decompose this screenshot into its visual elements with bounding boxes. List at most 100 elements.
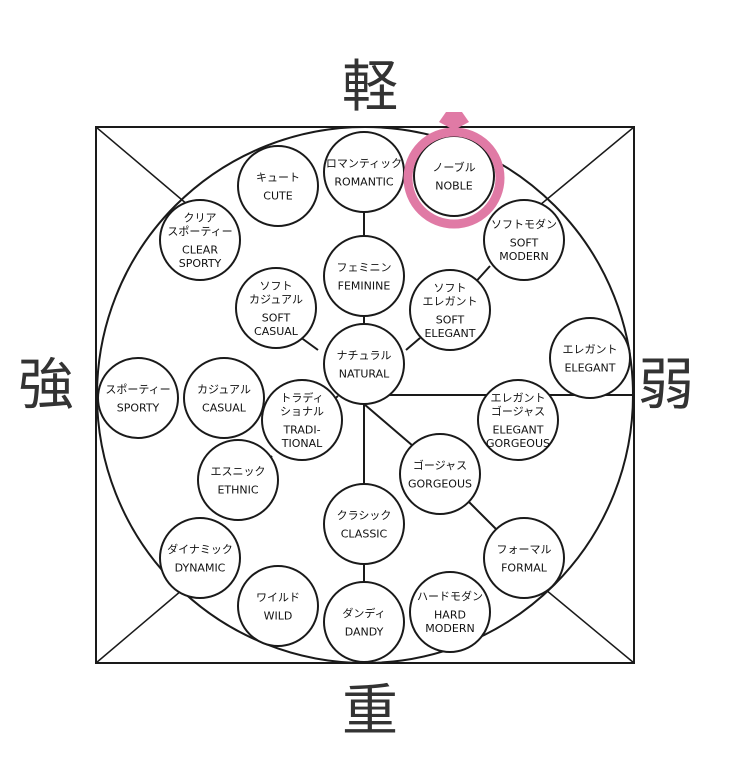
node-label-en: HARD xyxy=(434,609,466,622)
node-label-jp: ナチュラル xyxy=(337,349,392,362)
node-noble: ノーブル NOBLE xyxy=(413,135,495,217)
node-label-en: CASUAL xyxy=(254,325,299,338)
node-circle xyxy=(97,357,179,439)
node-label-jp: ロマンティック xyxy=(326,157,402,170)
node-circle xyxy=(323,323,405,405)
axis-label-left: 強 xyxy=(18,353,74,418)
node-label-jp: エレガント xyxy=(491,391,546,404)
node-label-jp: エスニック xyxy=(211,465,266,478)
node-label-en: MODERN xyxy=(499,250,548,263)
node-label-jp: ショナル xyxy=(280,405,324,418)
node-label-jp: クリア xyxy=(184,211,217,224)
node-circle xyxy=(323,131,405,213)
node-circle xyxy=(323,483,405,565)
node-label-en: SOFT xyxy=(510,237,539,250)
node-label-en: CUTE xyxy=(263,189,292,202)
node-label-jp: トラディ xyxy=(280,390,323,404)
frame-diagonal xyxy=(539,584,635,664)
node-label-jp: クラシック xyxy=(337,509,392,522)
frame-diagonal xyxy=(95,584,189,664)
node-circle xyxy=(261,379,343,461)
connector-line xyxy=(405,337,421,351)
node-circle xyxy=(483,199,565,281)
node-label-en: SPORTY xyxy=(179,257,222,270)
node-wild: ワイルド WILD xyxy=(237,565,319,647)
node-label-en: TIONAL xyxy=(281,437,323,450)
node-circle xyxy=(235,267,317,349)
node-label-jp: エレガント xyxy=(423,295,478,308)
node-label-jp: エレガント xyxy=(563,343,618,356)
node-label-en: ELEGANT xyxy=(424,327,475,340)
frame-diagonal xyxy=(539,126,635,206)
node-label-jp: スポーティー xyxy=(167,225,232,238)
node-dandy: ダンディ DANDY xyxy=(323,581,405,663)
node-circle xyxy=(413,135,495,217)
node-ethnic: エスニック ETHNIC xyxy=(197,439,279,521)
style-nodes: ロマンティックROMANTICキュートCUTEノーブルNOBLEクリアスポーティ… xyxy=(97,131,631,663)
node-circle xyxy=(159,517,241,599)
node-label-jp: ゴージャス xyxy=(413,458,467,472)
node-circle xyxy=(323,235,405,317)
axis-label-right: 弱 xyxy=(638,353,694,418)
node-label-jp: ゴージャス xyxy=(491,404,545,418)
node-label-en: WILD xyxy=(264,609,293,622)
node-circle xyxy=(323,581,405,663)
node-cute: キュート CUTE xyxy=(237,145,319,227)
node-label-jp: ダイナミック xyxy=(167,542,233,556)
node-label-jp: ワイルド xyxy=(256,591,300,604)
node-label-jp: ノーブル xyxy=(432,160,475,174)
node-label-jp: ソフトモダン xyxy=(491,217,557,231)
node-label-en: NOBLE xyxy=(435,179,473,192)
node-label-jp: カジュアル xyxy=(249,293,303,306)
highlight-ring-icon xyxy=(403,112,505,229)
frame-diagonal xyxy=(95,126,189,206)
node-circle xyxy=(159,199,241,281)
node-label-en: CLASSIC xyxy=(341,527,388,540)
node-label-en: ELEGANT xyxy=(492,423,543,436)
node-label-en: DANDY xyxy=(345,625,384,638)
node-label-en: GORGEOUS xyxy=(486,437,550,450)
node-label-jp: フェミニン xyxy=(337,261,392,274)
connector-line xyxy=(468,501,498,531)
node-circle xyxy=(197,439,279,521)
node-circle xyxy=(483,517,565,599)
node-label-jp: ソフト xyxy=(260,279,293,292)
node-dynamic: ダイナミック DYNAMIC xyxy=(159,517,241,599)
node-label-en: SOFT xyxy=(262,311,291,324)
node-label-en: MODERN xyxy=(425,622,474,635)
node-label-en: SOFT xyxy=(436,313,465,326)
node-circle xyxy=(409,269,491,351)
node-label-en: FORMAL xyxy=(501,561,548,574)
node-label-jp: ダンディ xyxy=(342,606,385,620)
node-label-jp: ソフト xyxy=(434,281,467,294)
connector-line xyxy=(363,403,414,447)
axis-label-bottom: 重 xyxy=(342,679,398,744)
node-label-en: ETHNIC xyxy=(217,483,258,496)
ring-band xyxy=(403,127,505,229)
node-label-en: TRADI- xyxy=(282,423,320,436)
node-circle xyxy=(183,357,265,439)
node-circle xyxy=(477,379,559,461)
node-circle xyxy=(549,317,631,399)
node-label-en: SPORTY xyxy=(117,401,160,414)
node-casual: カジュアル CASUAL xyxy=(183,357,265,439)
node-classic: クラシック CLASSIC xyxy=(323,483,405,565)
node-label-en: DYNAMIC xyxy=(175,561,226,574)
node-label-jp: カジュアル xyxy=(197,383,251,396)
node-label-en: CASUAL xyxy=(202,401,247,414)
node-label-jp: キュート xyxy=(256,171,300,184)
ring-gem xyxy=(439,112,469,130)
axis-label-top: 軽 xyxy=(342,55,398,120)
node-label-jp: ハードモダン xyxy=(417,589,483,603)
